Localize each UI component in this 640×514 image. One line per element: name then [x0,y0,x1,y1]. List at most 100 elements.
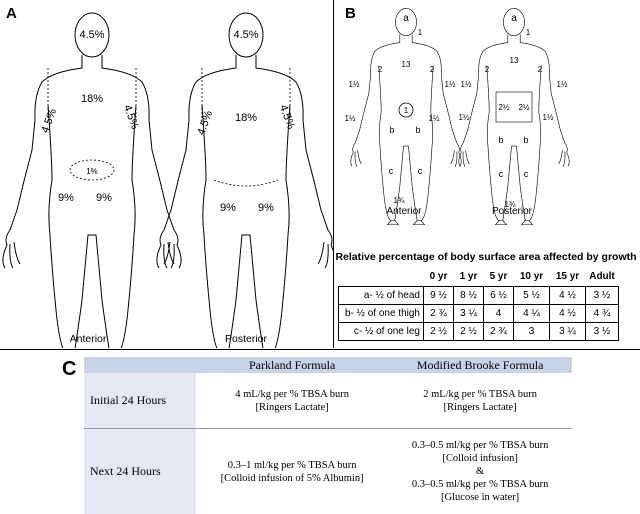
b-anterior-forearm: 1½ [348,80,359,89]
b-posterior-head: a [511,13,517,24]
col-10yr: 10 yr [514,266,550,287]
b-anterior-leg-r: c [418,166,423,176]
parkland-next: 0.3–1 ml/kg per % TBSA burn [Colloid inf… [196,429,388,514]
col-1yr: 1 yr [454,266,484,287]
b-anterior-trunk: 13 [402,60,411,69]
b-posterior-upper-arm-r: 2 [538,65,543,74]
b-posterior-thigh: b [498,135,503,145]
cell-line: 2 mL/kg per % TBSA burn [388,388,572,401]
b-anterior-thigh: b [389,125,394,135]
parkland-initial: 4 mL/kg per % TBSA burn [Ringers Lactate… [196,373,388,429]
table-row: Next 24 Hours 0.3–1 ml/kg per % TBSA bur… [84,429,572,514]
posterior-trunk-pct: 18% [235,112,257,124]
b-posterior-trunk: 13 [510,56,519,65]
b-posterior-hand: 1½ [458,113,469,122]
col-adult: Adult [586,266,619,287]
anterior-body-outline [3,13,181,348]
col-15yr: 15 yr [550,266,586,287]
panel-b-figure: a 1 13 2 2 1½ 1½ 1½ 1½ 1 b b c c 1¾ Ante… [336,0,636,225]
table-cell: 3 ¼ [454,305,484,323]
fluid-formula-table: Parkland Formula Modified Brooke Formula… [84,357,572,514]
b-anterior-hand-r: 1½ [428,114,439,123]
table-cell: 4 ¼ [514,305,550,323]
posterior-leg-left-pct: 9% [220,202,236,214]
cell-line: [Glucose in water] [388,491,572,504]
cell-line: [Colloid infusion] [388,452,572,465]
cell-line: & [388,465,572,478]
table-cell: 2 ¾ [424,305,454,323]
b-anterior-genital: 1 [404,106,409,115]
anterior-head-pct: 4.5% [79,29,104,41]
b-anterior-neck: 1 [418,28,423,37]
table-cell: 3 ½ [586,323,619,341]
col-0yr: 0 yr [424,266,454,287]
growth-table: 0 yr 1 yr 5 yr 10 yr 15 yr Adult a- ½ of… [338,266,619,341]
posterior-caption: Posterior [225,333,268,345]
table-cell: 4 ½ [550,305,586,323]
cell-line: [Ringers Lactate] [388,401,572,414]
row-label: c- ½ of one leg [339,323,424,341]
b-anterior-leg: c [389,166,394,176]
table-cell: 3 ½ [586,287,619,305]
growth-table-header: 0 yr 1 yr 5 yr 10 yr 15 yr Adult [339,266,619,287]
initial-24-label: Initial 24 Hours [84,373,196,429]
table-cell: 8 ½ [454,287,484,305]
b-anterior-foot: 1¾ [393,196,404,205]
posterior-buttock-line [214,180,278,186]
parkland-header: Parkland Formula [196,357,388,373]
b-anterior-upper-arm-r: 2 [430,65,435,74]
b-posterior-neck: 1 [526,28,531,37]
anterior-arm-left-pct: 4.5% [39,107,59,135]
table-cell: 5 ½ [514,287,550,305]
cell-line: 4 mL/kg per % TBSA burn [196,388,388,401]
cell-line: 0.3–1 ml/kg per % TBSA burn [196,459,388,472]
anterior-arm-right-pct: 4.5% [121,103,141,131]
posterior-arm-right-pct: 4.5% [277,103,297,131]
posterior-leg-right-pct: 9% [258,202,274,214]
b-posterior-leg-r: c [524,169,529,179]
b-anterior-thigh-r: b [415,125,420,135]
table-cell: 2 ½ [424,323,454,341]
growth-table-title: Relative percentage of body surface area… [335,251,637,263]
b-anterior-forearm-r: 1½ [444,80,455,89]
table-row: Initial 24 Hours 4 mL/kg per % TBSA burn… [84,373,572,429]
table-cell: 2 ½ [454,323,484,341]
table-cell: 4 [484,305,514,323]
b-anterior-upper-arm: 2 [378,65,383,74]
b-posterior-upper-arm: 2 [485,65,490,74]
b-posterior-forearm: 1½ [460,80,471,89]
table-row: c- ½ of one leg 2 ½ 2 ½ 2 ¾ 3 3 ¼ 3 ½ [339,323,619,341]
next-24-label: Next 24 Hours [84,429,196,514]
b-posterior-hand-r: 1½ [542,113,553,122]
anterior-caption: Anterior [70,333,107,345]
table-cell: 3 [514,323,550,341]
cell-line: 0.3–0.5 ml/kg per % TBSA burn [388,478,572,491]
b-posterior-forearm-r: 1½ [556,80,567,89]
row-label: b- ½ of one thigh [339,305,424,323]
table-cell: 6 ½ [484,287,514,305]
cell-line: [Ringers Lactate] [196,401,388,414]
panel-c-label: C [62,358,76,381]
cell-line: 0.3–0.5 ml/kg per % TBSA burn [388,439,572,452]
brooke-initial: 2 mL/kg per % TBSA burn [Ringers Lactate… [388,373,572,429]
b-posterior-caption: Posterior [492,206,533,217]
cell-line: [Colloid infusion of 5% Albumin] [196,472,388,485]
b-anterior-head: a [403,13,409,24]
formula-header: Parkland Formula Modified Brooke Formula [84,357,572,373]
table-cell: 4 ¾ [586,305,619,323]
posterior-head-pct: 4.5% [233,29,258,41]
vertical-divider [333,0,334,348]
brooke-header: Modified Brooke Formula [388,357,572,373]
brooke-next: 0.3–0.5 ml/kg per % TBSA burn [Colloid i… [388,429,572,514]
b-posterior-buttock-r: 2½ [518,103,529,112]
b-posterior-buttock: 2½ [498,103,509,112]
posterior-arm-left-pct: 4.5% [195,109,215,137]
anterior-leg-right-pct: 9% [96,192,112,204]
table-row: a- ½ of head 9 ½ 8 ½ 6 ½ 5 ½ 4 ½ 3 ½ [339,287,619,305]
anterior-leg-left-pct: 9% [58,192,74,204]
b-posterior-leg: c [499,169,504,179]
table-row: b- ½ of one thigh 2 ¾ 3 ¼ 4 4 ¼ 4 ½ 4 ¾ [339,305,619,323]
table-cell: 9 ½ [424,287,454,305]
panel-a-figure: 4.5% 18% 4.5% 4.5% 1% 9% 9% Anterior 4.5… [0,0,333,348]
col-5yr: 5 yr [484,266,514,287]
